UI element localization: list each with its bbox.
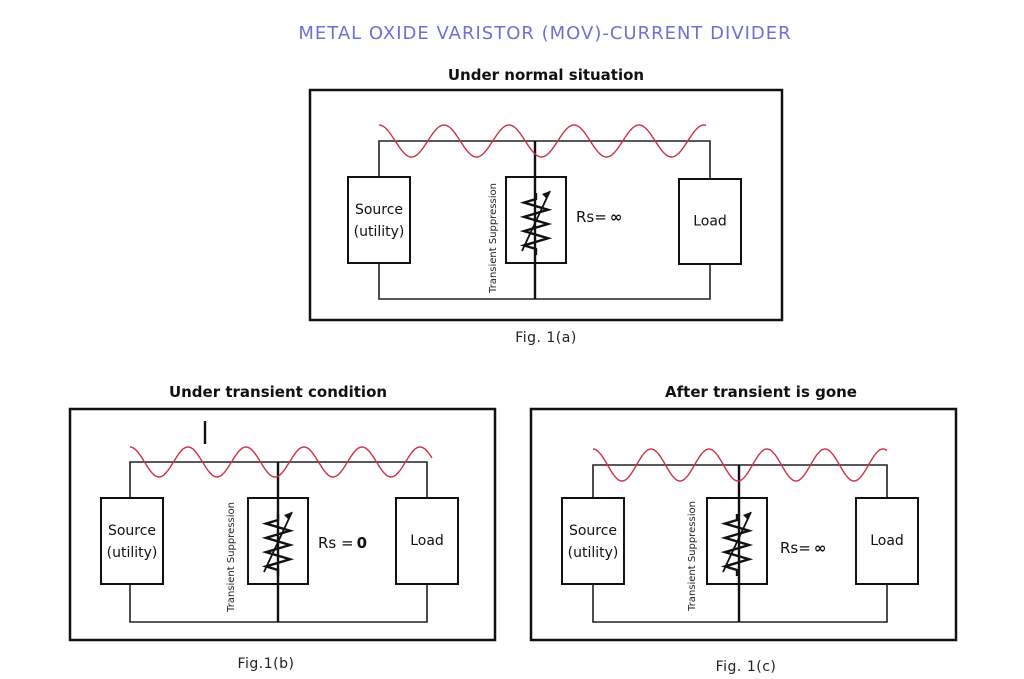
variable-arrow-icon bbox=[722, 511, 752, 573]
load-label: Load bbox=[410, 533, 444, 549]
figure-caption: Fig. 1(c) bbox=[716, 659, 777, 675]
variable-arrow-icon bbox=[263, 511, 293, 573]
rs-prefix: Rs = bbox=[318, 534, 354, 552]
load-box bbox=[395, 497, 459, 585]
source-sublabel: (utility) bbox=[107, 545, 158, 561]
arrowhead-icon bbox=[743, 512, 751, 520]
ac-sine-wave bbox=[378, 124, 707, 158]
rs-label: Rs=∞ bbox=[576, 208, 622, 226]
source-box bbox=[100, 497, 164, 585]
varistor-icon bbox=[261, 514, 295, 576]
source-label: Source bbox=[108, 523, 156, 539]
panel-frame bbox=[68, 407, 497, 642]
rs-label: Rs =0 bbox=[318, 534, 367, 552]
figure-caption: Fig. 1(a) bbox=[515, 330, 577, 346]
varistor-icon bbox=[519, 193, 553, 255]
rs-prefix: Rs= bbox=[780, 539, 811, 557]
load-label: Load bbox=[870, 533, 904, 549]
load-box bbox=[855, 497, 919, 585]
figure-caption: Fig.1(b) bbox=[238, 656, 295, 672]
rs-value: ∞ bbox=[610, 208, 623, 226]
panel-frame bbox=[529, 407, 958, 642]
variable-arrow-icon bbox=[521, 190, 551, 252]
top-wire bbox=[378, 140, 711, 179]
source-box bbox=[561, 497, 625, 585]
transient-suppression-label: Transient Suppression bbox=[687, 501, 698, 612]
load-box bbox=[678, 178, 742, 265]
panel-heading: After transient is gone bbox=[665, 383, 857, 401]
source-label: Source bbox=[355, 202, 403, 218]
page-title: METAL OXIDE VARISTOR (MOV)-CURRENT DIVID… bbox=[298, 23, 791, 44]
panel-heading: Under transient condition bbox=[169, 383, 387, 401]
transient-suppression-label: Transient Suppression bbox=[226, 502, 237, 613]
varistor-icon bbox=[720, 514, 754, 576]
rs-value: ∞ bbox=[814, 539, 827, 557]
panel-heading: Under normal situation bbox=[448, 66, 644, 84]
source-label: Source bbox=[569, 523, 617, 539]
ac-sine-wave bbox=[592, 448, 888, 482]
load-label: Load bbox=[693, 214, 727, 230]
source-box bbox=[347, 176, 411, 264]
source-sublabel: (utility) bbox=[354, 224, 405, 240]
bottom-wire bbox=[378, 263, 711, 300]
ac-sine-wave bbox=[129, 446, 433, 478]
source-sublabel: (utility) bbox=[568, 545, 619, 561]
rs-label: Rs=∞ bbox=[780, 539, 826, 557]
panel-frame bbox=[308, 88, 784, 322]
rs-value: 0 bbox=[357, 534, 367, 552]
arrowhead-icon bbox=[542, 191, 550, 199]
rs-prefix: Rs= bbox=[576, 208, 607, 226]
transient-suppression-label: Transient Suppression bbox=[488, 183, 499, 294]
arrowhead-icon bbox=[284, 512, 292, 520]
